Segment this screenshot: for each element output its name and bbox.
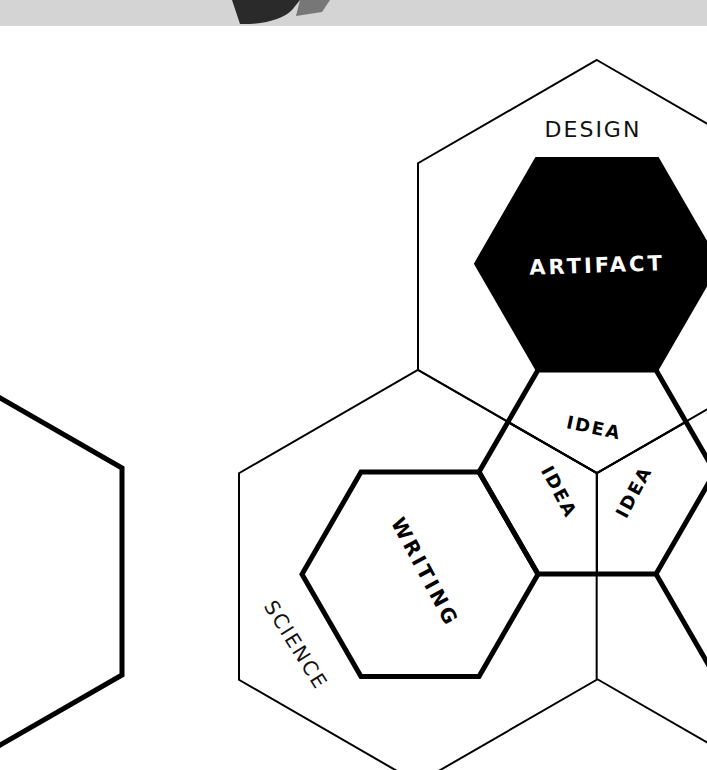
idea-segment: IDEA [479, 422, 597, 574]
hexagon-shape [418, 60, 707, 473]
photo-texture [0, 0, 707, 26]
photo-strip [0, 0, 707, 26]
artifact-hexagon: ARTIFACT [475, 158, 707, 369]
hexagon-shape [302, 472, 538, 676]
third-inner-hexagon [656, 574, 707, 676]
region-label: IDEA [565, 413, 623, 442]
hexagon-shape [239, 370, 597, 770]
hexagon-shape [475, 158, 707, 369]
hexagon-outline [597, 422, 707, 574]
idea-segment: IDEA [597, 422, 707, 574]
hexagon-shape [508, 370, 686, 473]
partial-hexagon [0, 395, 122, 748]
science-region: SCIENCE WRITING IDEA [239, 370, 597, 770]
region-label: SCIENCE [261, 597, 331, 693]
third-region-hexagon [597, 679, 707, 770]
photo-shadow [296, 0, 330, 16]
hexagon-outline [479, 422, 597, 574]
photo-object [232, 0, 300, 24]
hexagon-shape [479, 422, 597, 574]
region-label: WRITING [388, 514, 462, 629]
hexagon-shape [597, 422, 707, 574]
region-label: IDEA [613, 463, 655, 521]
region-label: IDEA [538, 463, 580, 521]
writing-hexagon: WRITING [302, 472, 538, 676]
region-label: ARTIFACT [529, 253, 665, 279]
region-label: DESIGN [545, 119, 642, 141]
idea-segment: IDEA [508, 370, 686, 473]
design-region: DESIGN ARTIFACT IDEA [418, 60, 707, 473]
